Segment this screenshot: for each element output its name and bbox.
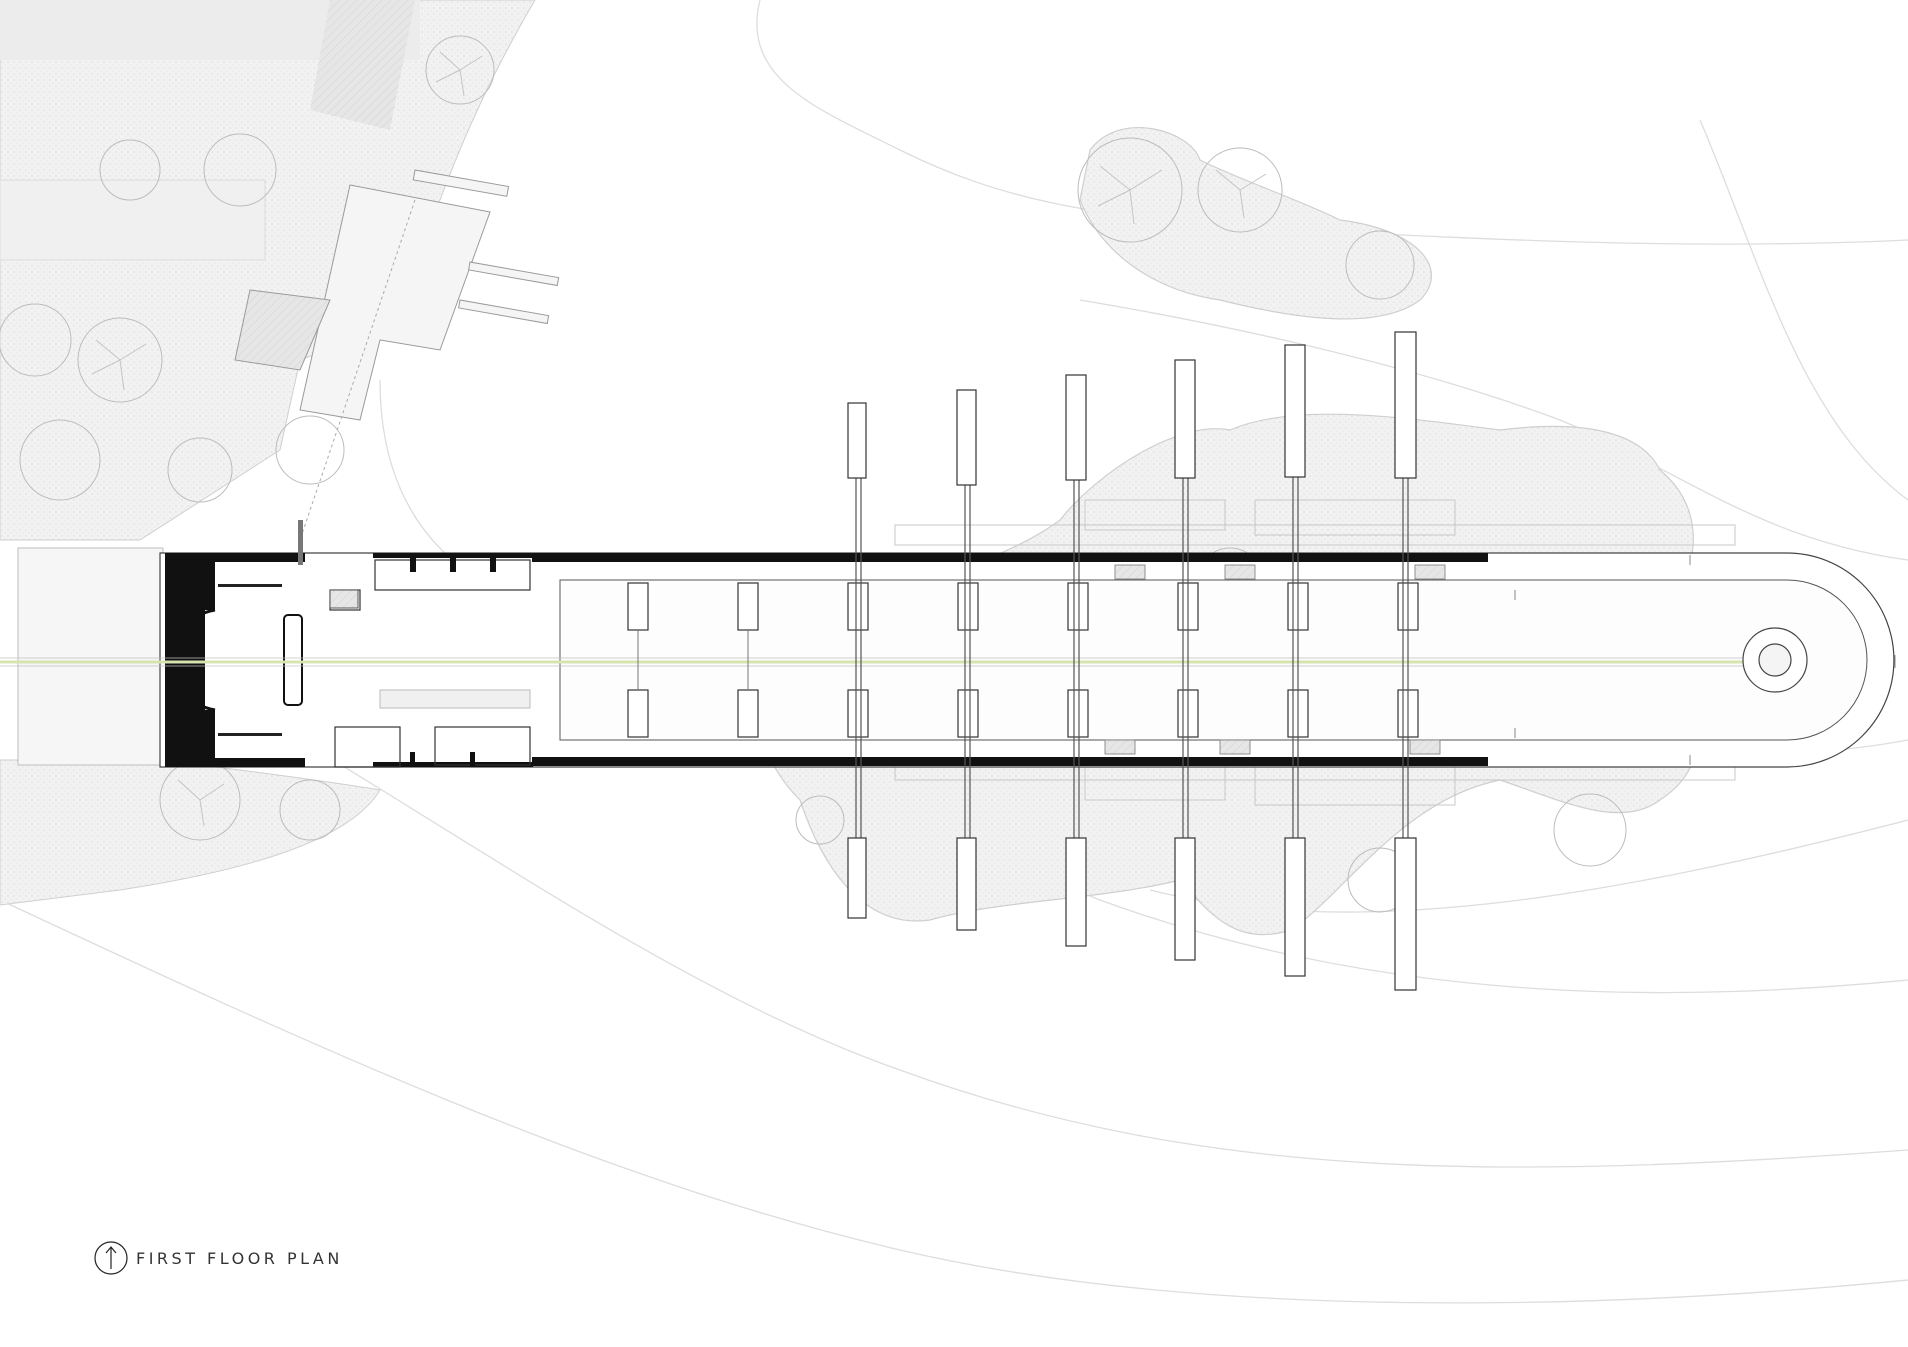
marker-posts [1514,555,1896,765]
tree-branch-marks [91,51,1267,827]
service-rooms [329,559,531,768]
site-lower-left [0,759,381,906]
tree-icon [275,415,345,485]
cross-beams [855,440,1409,838]
trees [0,35,1627,913]
entry-post [298,520,303,565]
tree-icon [203,133,277,207]
outer-piers-south [847,837,1417,991]
circular-altar-inner [1758,643,1792,677]
wall-vents [1104,564,1446,755]
tree-icon [425,35,495,105]
tree-icon [1197,147,1283,233]
main-hall [0,520,1895,768]
service-room-walls [410,558,496,766]
parking-area [310,0,415,130]
north-wall-service [373,553,533,558]
tree-icon [0,303,72,377]
tree-icon [77,317,163,403]
stair-south [379,689,531,709]
entrance-bridge [234,169,560,541]
north-arrow-icon [94,1241,128,1275]
north-wall [532,553,1488,562]
drawing-title-block: FIRST FLOOR PLAN [94,1241,343,1275]
column-ties [637,630,749,690]
landscape-strip [0,179,266,261]
tree-icon [1345,230,1415,300]
south-wall [532,757,1488,766]
altar [283,614,303,706]
west-block-walls [165,553,305,767]
entry-plaza [17,547,164,766]
tree-icon [167,437,233,503]
tree-icon [1077,137,1183,243]
hall-inner-outline [559,579,1868,741]
tree-icon [1553,793,1627,867]
west-apse [173,608,216,712]
outer-piers-north [847,331,1417,486]
tree-island [1079,127,1432,320]
stair-north [329,589,359,609]
drawing-title: FIRST FLOOR PLAN [136,1248,343,1268]
tree-icon [99,139,161,201]
tree-icon [19,419,101,501]
west-partition-south [218,733,282,736]
tree-icon [795,795,845,845]
tree-icon [279,779,341,841]
west-partition-north [218,584,282,587]
